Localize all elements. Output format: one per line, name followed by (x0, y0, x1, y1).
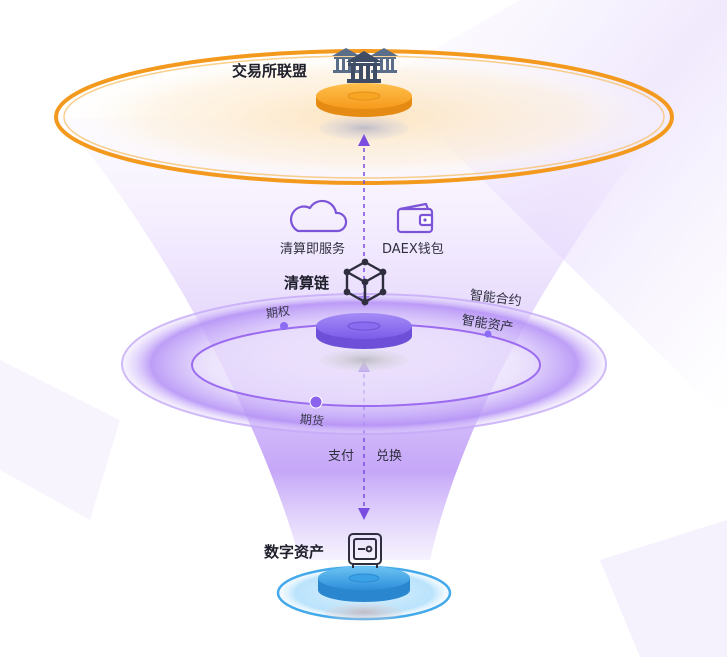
payment-label: 支付 (328, 449, 355, 464)
orange-disc-shadow (319, 116, 409, 140)
smart-assets-dot (484, 330, 492, 338)
exchange-label: 兑换 (376, 449, 403, 464)
cube-network-nodes (343, 258, 387, 306)
futures-label: 期货 (299, 412, 325, 429)
orange-disc-center (347, 91, 381, 101)
options-label: 期权 (265, 303, 291, 321)
bank-buildings-icon (332, 48, 398, 83)
clearing-service-label: 清算即服务 (280, 242, 346, 257)
background-stripe (0, 360, 120, 520)
digital-assets-label: 数字资产 (264, 543, 325, 561)
purple-disc-center (347, 321, 381, 331)
wallet-icon (396, 202, 434, 234)
purple-disc-shadow (320, 349, 408, 371)
clearing-chain-label: 清算链 (284, 274, 330, 292)
daex-wallet-label: DAEX钱包 (382, 242, 444, 257)
exchange-alliance-label: 交易所联盟 (232, 62, 308, 80)
safe-box-icon (348, 533, 382, 568)
options-dot (280, 322, 288, 330)
background-stripe (600, 520, 727, 657)
blue-disc-shadow (324, 603, 404, 621)
futures-dot (309, 395, 323, 409)
blue-disc-center (348, 573, 380, 583)
cloud-icon (289, 199, 348, 233)
